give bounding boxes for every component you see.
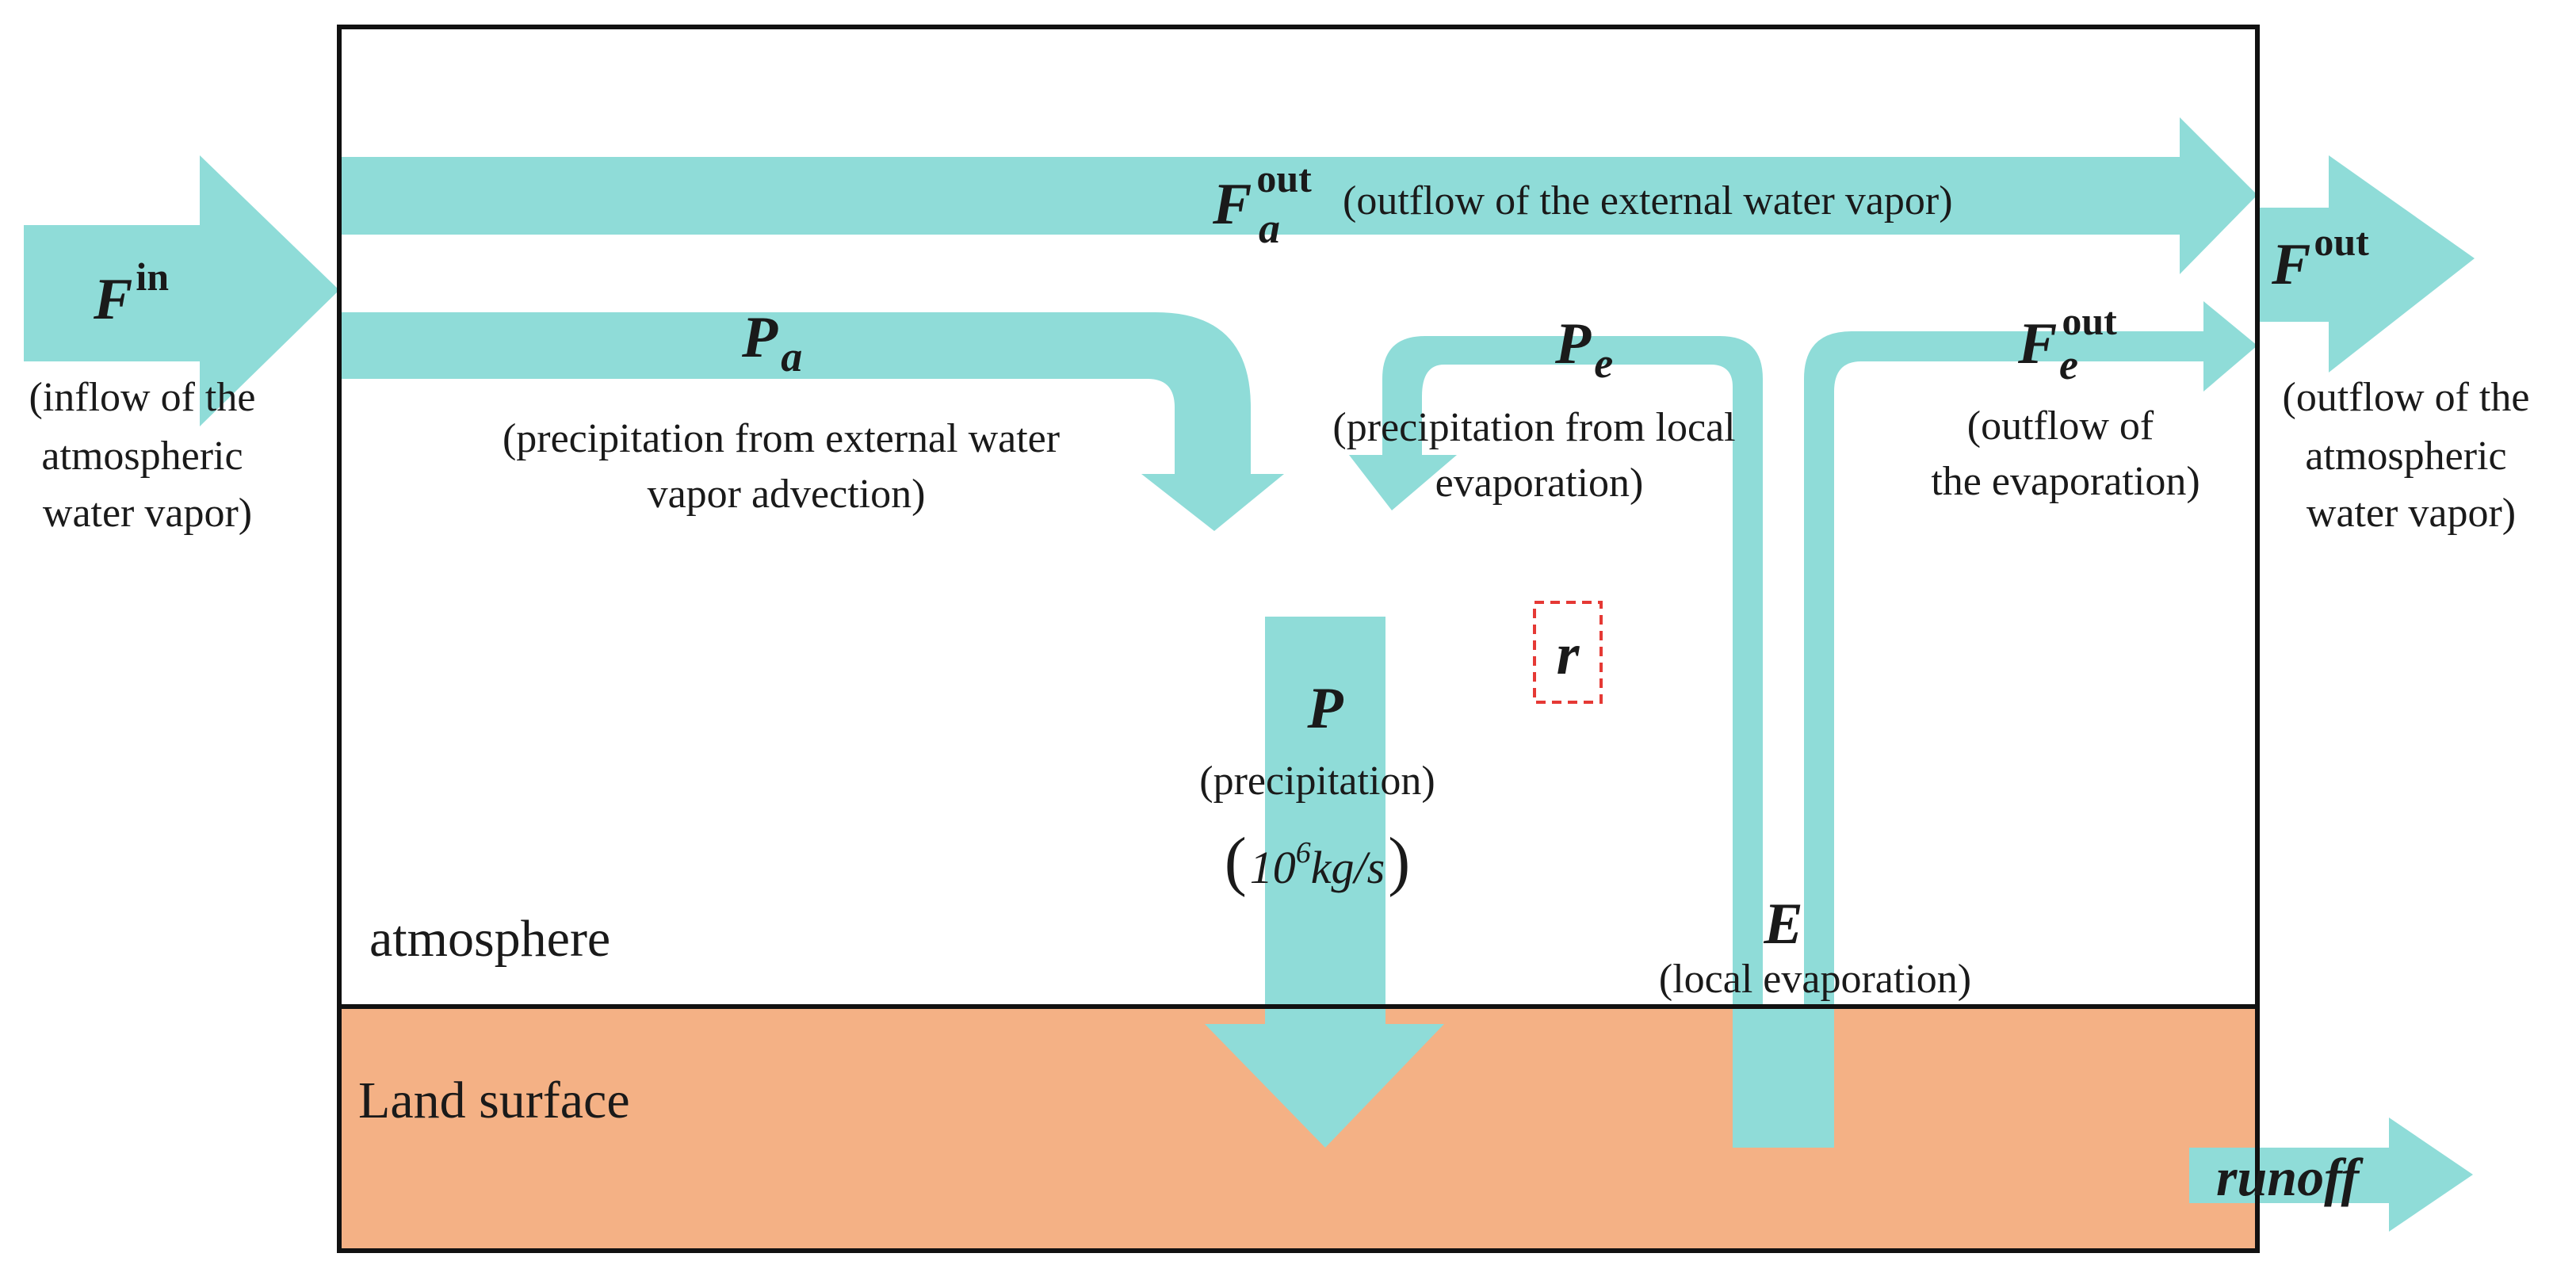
f-a-out-arrow <box>339 117 2257 274</box>
e-symbol: E <box>1763 892 1802 957</box>
p-e-symbol: Pe <box>1554 311 1613 387</box>
f-in-description: (inflow of the atmospheric water vapor) <box>29 375 266 536</box>
f-out-arrow <box>2257 155 2475 373</box>
system-boundary <box>337 25 2260 1253</box>
p-unit: (106kg/s) <box>1225 824 1410 898</box>
f-in-arrow <box>24 155 339 426</box>
p-a-symbol: Pa <box>741 305 802 380</box>
p-e-description: (precipitation from local evaporation) <box>1332 405 1745 506</box>
f-a-out-description: (outflow of the external water vapor) <box>1343 178 1953 224</box>
e-trunk-arrow <box>1733 1007 1834 1148</box>
r-highlight-box <box>1533 601 1603 704</box>
e-description: (local evaporation) <box>1659 957 1971 1002</box>
p-a-arrow <box>339 312 1284 531</box>
atmosphere-label: atmosphere <box>369 910 610 968</box>
p-a-description: (precipitation from external water vapor… <box>503 416 1070 517</box>
r-symbol: r <box>1557 622 1580 687</box>
p-symbol: P <box>1306 676 1343 741</box>
p-description: (precipitation) <box>1199 758 1435 804</box>
p-arrow <box>1205 617 1444 1148</box>
f-in-symbol: Fin <box>93 254 169 332</box>
runoff-label: runoff <box>2216 1147 2364 1207</box>
f-e-out-description: (outflow of the evaporation) <box>1931 403 2200 504</box>
flow-arrows <box>24 117 2475 1232</box>
f-out-description: (outflow of the atmospheric water vapor) <box>2283 375 2540 536</box>
f-out-symbol: Fout <box>2271 220 2369 297</box>
runoff-arrow <box>2189 1118 2473 1232</box>
land-surface-label: Land surface <box>358 1072 630 1129</box>
